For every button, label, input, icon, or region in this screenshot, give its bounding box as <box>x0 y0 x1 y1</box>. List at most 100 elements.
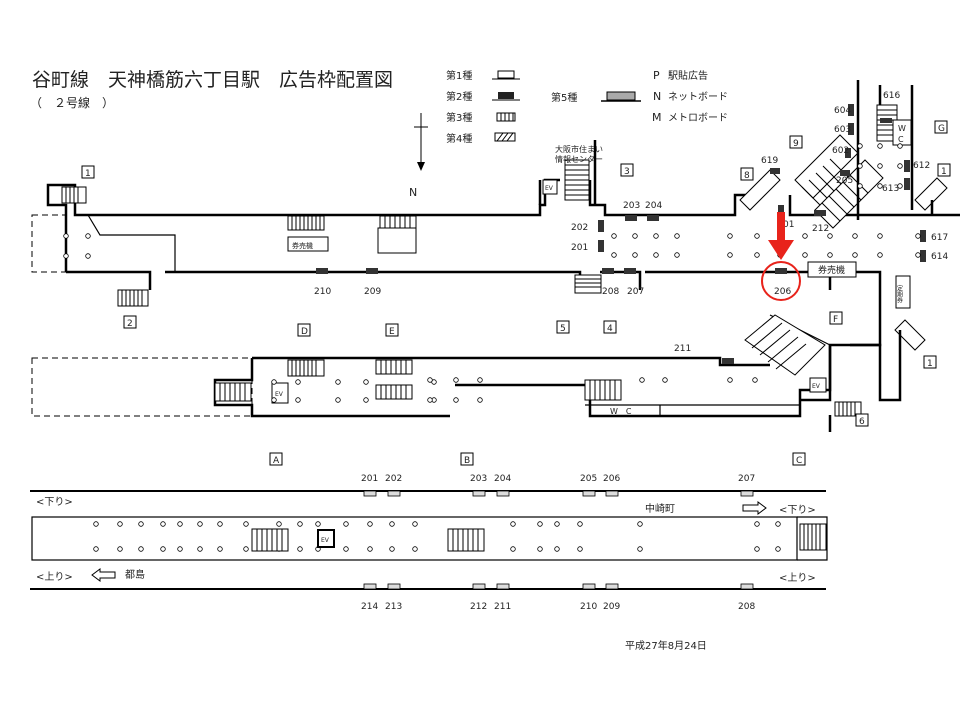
pillar-icon <box>577 521 583 527</box>
ad-slot-number: 01 <box>783 220 794 230</box>
info-center-label-2: 情報センター <box>555 154 603 164</box>
exit-label: 9 <box>793 139 799 149</box>
pillar-icon <box>217 546 223 552</box>
platform-ad-bottom: 210 <box>580 583 597 612</box>
pillar-icon <box>554 546 560 552</box>
ad-slot: 203 <box>623 201 640 221</box>
pillar-icon <box>754 233 760 239</box>
platform-ad-number: 205 <box>580 474 597 484</box>
ad-slot: 205 <box>836 170 853 186</box>
pillar-icon <box>138 521 144 527</box>
pillar-icon <box>754 252 760 258</box>
ad-slot: 204 <box>645 201 662 221</box>
direction-up-left: <上り> <box>36 571 73 583</box>
exit-label: 3 <box>624 167 630 177</box>
exit-label: 1 <box>941 167 947 177</box>
pillar-icon <box>243 546 249 552</box>
pillar-icon <box>117 546 123 552</box>
pillar-icon <box>335 397 341 403</box>
pillar-icon <box>453 377 459 383</box>
pillar-icon <box>857 183 863 189</box>
direction-down-left: <下り> <box>36 496 73 508</box>
legend-code-m: M <box>652 111 662 124</box>
pillar-icon <box>367 546 373 552</box>
commuter-pass-label: 定期券 <box>896 284 903 304</box>
pillar-icon <box>674 233 680 239</box>
platform-exit-marker: A <box>269 452 283 466</box>
ticket-machine-label-2: 券売機 <box>818 264 845 276</box>
exit-label: 6 <box>859 417 865 427</box>
legend-code-p: P <box>653 69 660 82</box>
ad-slot: 208 <box>602 268 619 297</box>
pillar-icon <box>412 521 418 527</box>
pillar-icon <box>727 252 733 258</box>
platform-ad-number: 209 <box>603 602 620 612</box>
ad-slot-number: 602 <box>832 146 849 156</box>
date-label: 平成27年8月24日 <box>625 639 707 652</box>
type-4-symbol-icon <box>494 132 516 142</box>
arrow-left-icon <box>91 568 116 582</box>
pillar-icon <box>877 143 883 149</box>
exit-marker: 9 <box>789 135 803 149</box>
platform-ad-number: 213 <box>385 602 402 612</box>
ad-slot: 209 <box>364 268 381 297</box>
legend-label-n: ネットボード <box>668 91 728 103</box>
pillar-icon <box>427 397 433 403</box>
arrow-right-icon <box>742 501 767 515</box>
platform-ad-number: 204 <box>494 474 511 484</box>
exit-marker: 2 <box>123 315 137 329</box>
ad-slot: 202 <box>571 220 604 233</box>
stairs-icon <box>61 104 948 351</box>
platform-exit-label: A <box>273 456 280 466</box>
ad-slot: 211 <box>674 344 734 364</box>
toward-nakazakicho: 中崎町 <box>645 502 675 515</box>
exit-marker: F <box>829 311 843 325</box>
pillar-icon <box>477 397 483 403</box>
ticket-machine-area-2 <box>807 261 857 278</box>
ad-slot: 613 <box>882 178 910 194</box>
pillar-icon <box>295 397 301 403</box>
ad-slot-number: 201 <box>571 243 588 253</box>
pillar-icon <box>343 521 349 527</box>
platform-ad-bottom: 209 <box>603 583 620 612</box>
upper-concourse: 券売機 券売機 定期券 EV 大阪市住まい 情報センター W C <box>31 80 960 402</box>
pillar-icon <box>897 183 903 189</box>
pillar-icon <box>897 163 903 169</box>
ad-slot-number: 202 <box>571 223 588 233</box>
pillar-icon <box>93 546 99 552</box>
pillar-icon <box>752 377 758 383</box>
pillar-icon <box>754 521 760 527</box>
pillar-icon <box>915 233 921 239</box>
platform-ad-top: 204 <box>494 474 511 497</box>
legend-type-5: 第5種 <box>551 91 577 104</box>
pillar-icon <box>197 546 203 552</box>
exit-label: 5 <box>560 324 566 334</box>
type-1-symbol-icon <box>492 70 520 80</box>
pillar-icon <box>674 252 680 258</box>
pillar-icon <box>537 521 543 527</box>
ad-slot: 604 <box>834 104 854 116</box>
pillar-icon <box>510 546 516 552</box>
pillar-icon <box>63 253 69 259</box>
pillar-icon <box>295 379 301 385</box>
pillar-icon <box>367 521 373 527</box>
platform-ad-top: 205 <box>580 474 597 497</box>
exit-marker: 8 <box>740 167 754 181</box>
ad-slot: 01 <box>778 205 794 230</box>
pillar-icon <box>63 233 69 239</box>
ad-slot-number: 210 <box>314 287 331 297</box>
legend-type-1: 第1種 <box>446 69 472 82</box>
platform-ad-bottom: 208 <box>738 583 755 612</box>
pillar-icon <box>653 252 659 258</box>
pillar-icon <box>827 252 833 258</box>
pillar-icon <box>271 397 277 403</box>
pillar-icon <box>160 546 166 552</box>
exit-marker: 1 <box>81 165 95 179</box>
pillar-icon <box>802 252 808 258</box>
restroom-lower: W C <box>610 407 632 416</box>
ad-slot-number: 209 <box>364 287 381 297</box>
platform-ad-number: 202 <box>385 474 402 484</box>
north-arrow-icon <box>414 113 428 171</box>
ad-slot-number: 613 <box>882 184 899 194</box>
legend-type-3: 第3種 <box>446 111 472 124</box>
